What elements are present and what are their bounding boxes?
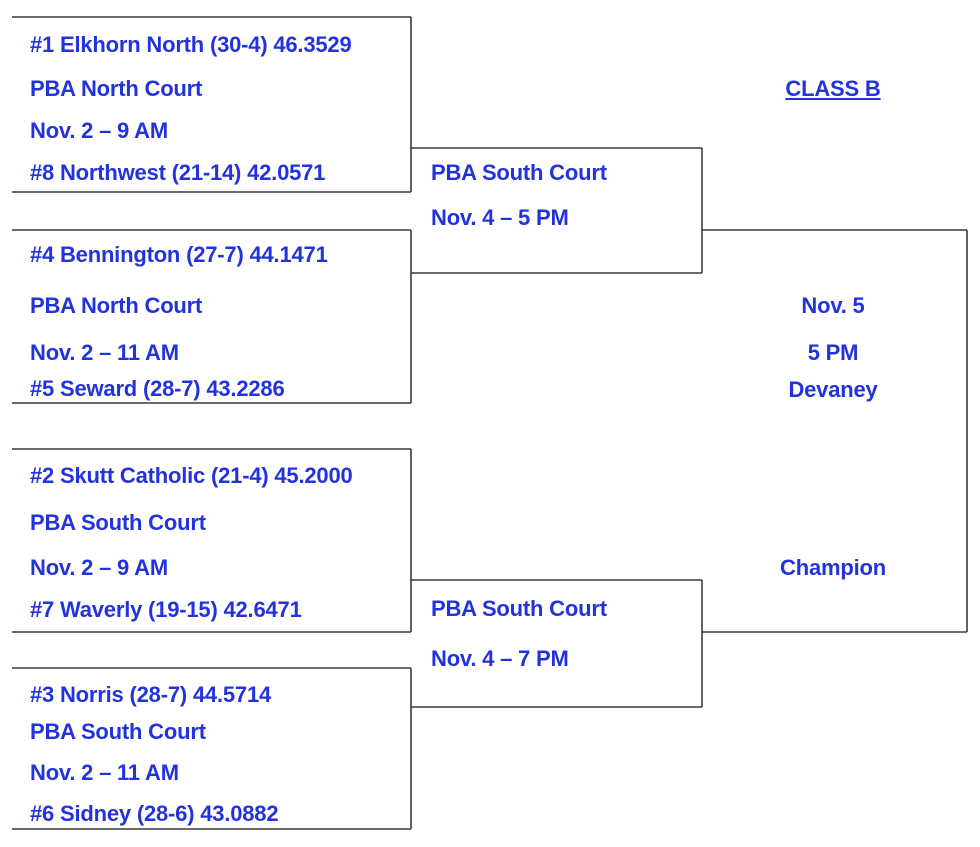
game2-time: Nov. 2 – 11 AM (30, 340, 179, 365)
game4-team-top: #3 Norris (28-7) 44.5714 (30, 682, 272, 707)
game1-time: Nov. 2 – 9 AM (30, 118, 168, 143)
game2-team-top: #4 Bennington (27-7) 44.1471 (30, 242, 328, 267)
champion-label: Champion (780, 555, 886, 580)
game1-team-top: #1 Elkhorn North (30-4) 46.3529 (30, 32, 352, 57)
bracket-title: CLASS B (785, 76, 881, 101)
semi2-venue: PBA South Court (431, 596, 607, 621)
final-date: Nov. 5 (801, 293, 865, 318)
game4-team-bottom: #6 Sidney (28-6) 43.0882 (30, 801, 279, 826)
game2-venue: PBA North Court (30, 293, 203, 318)
game3-team-top: #2 Skutt Catholic (21-4) 45.2000 (30, 463, 353, 488)
semi2-time: Nov. 4 – 7 PM (431, 646, 569, 671)
semi1-venue: PBA South Court (431, 160, 607, 185)
game4-venue: PBA South Court (30, 719, 206, 744)
game4-time: Nov. 2 – 11 AM (30, 760, 179, 785)
game3-venue: PBA South Court (30, 510, 206, 535)
game3-team-bottom: #7 Waverly (19-15) 42.6471 (30, 597, 302, 622)
game1-team-bottom: #8 Northwest (21-14) 42.0571 (30, 160, 326, 185)
game1-venue: PBA North Court (30, 76, 203, 101)
final-time: 5 PM (807, 340, 859, 365)
game2-team-bottom: #5 Seward (28-7) 43.2286 (30, 376, 285, 401)
final-venue: Devaney (788, 377, 878, 402)
semi1-time: Nov. 4 – 5 PM (431, 205, 569, 230)
game3-time: Nov. 2 – 9 AM (30, 555, 168, 580)
